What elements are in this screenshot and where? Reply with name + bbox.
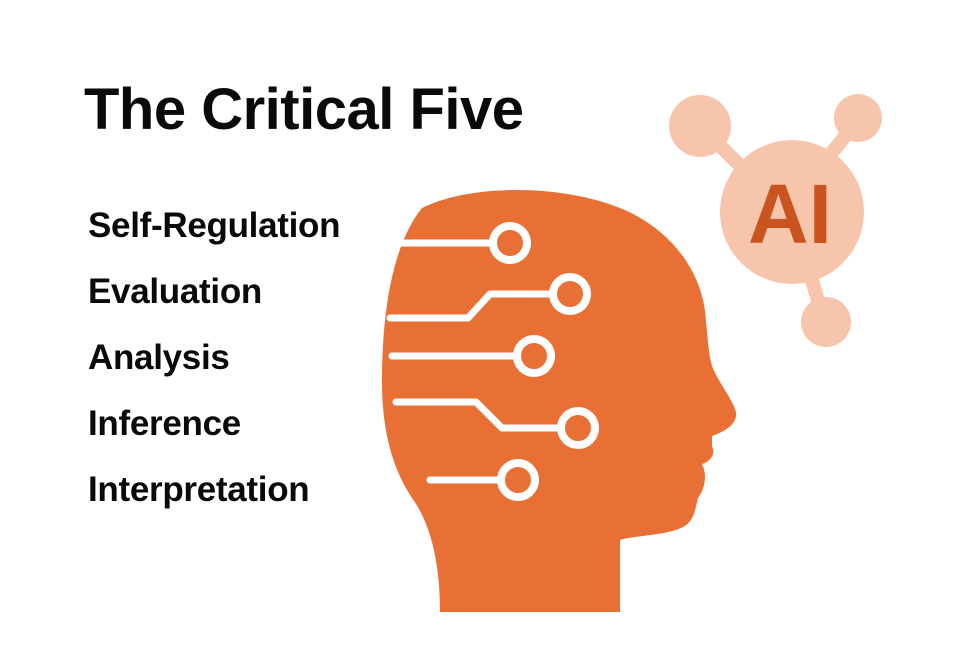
ai-node-bottom	[801, 297, 851, 347]
ai-node-right	[834, 94, 882, 142]
ai-bubble	[720, 140, 864, 284]
skill-item: Inference	[88, 404, 241, 443]
skill-item: Analysis	[88, 338, 230, 377]
page-title: The Critical Five	[84, 77, 524, 142]
skill-item: Self-Regulation	[88, 206, 341, 245]
skill-item: Evaluation	[88, 272, 262, 311]
ai-network-icon: AI	[669, 94, 882, 347]
ai-label: AI	[748, 167, 832, 261]
circuit-lines-icon	[386, 222, 599, 501]
head-silhouette-icon	[382, 190, 737, 612]
skills-list: Self-Regulation Evaluation Analysis Infe…	[88, 200, 340, 530]
ai-node-left	[669, 95, 731, 157]
skill-item: Interpretation	[88, 470, 310, 509]
